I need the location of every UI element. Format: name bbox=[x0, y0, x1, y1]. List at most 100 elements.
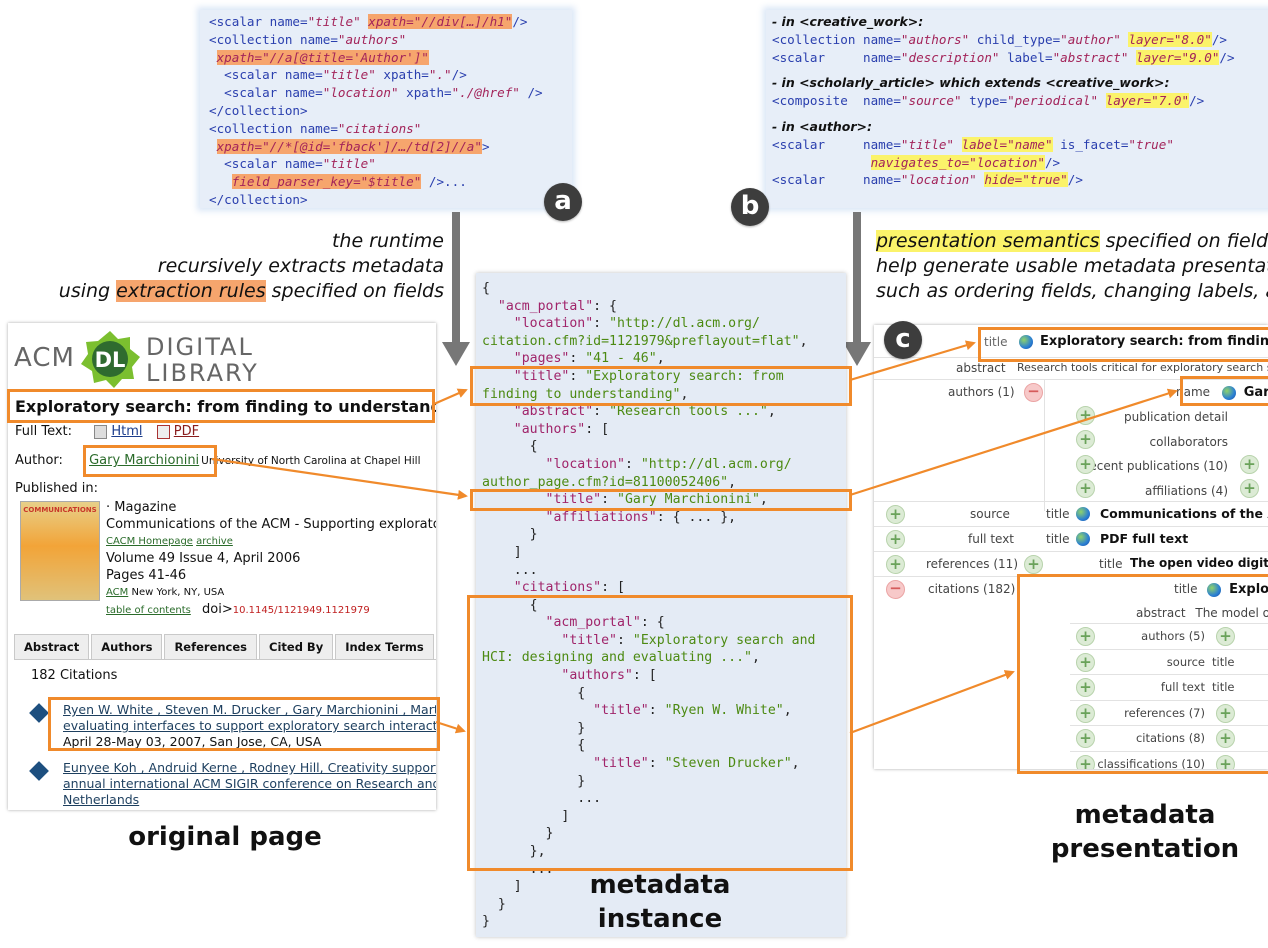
json-token: : { bbox=[593, 298, 617, 314]
expand-source-icon[interactable]: + bbox=[886, 505, 905, 524]
author-highlight-box bbox=[83, 445, 217, 477]
expand-icon[interactable]: + bbox=[1216, 729, 1235, 748]
expand-icon[interactable]: + bbox=[1216, 703, 1235, 723]
code-token: /> bbox=[512, 14, 528, 29]
json-token: "pages" bbox=[513, 351, 570, 367]
code-token: is_facet= bbox=[1052, 136, 1129, 152]
extraction-caption: the runtime recursively extracts metadat… bbox=[58, 230, 444, 302]
sub-row-label: classifications (10) bbox=[1097, 756, 1205, 770]
json-line: "citations": [ bbox=[482, 579, 816, 597]
json-token: ] bbox=[482, 544, 522, 560]
code-line: </collection> bbox=[209, 191, 543, 209]
json-line: { bbox=[482, 438, 816, 456]
json-token: ... bbox=[482, 791, 602, 807]
citation-item-2: Eunyee Koh , Andruid Kerne , Rodney Hill… bbox=[63, 760, 436, 807]
code-token: /> bbox=[451, 67, 467, 83]
cacm-homepage-link[interactable]: CACM Homepage bbox=[106, 536, 193, 547]
json-token: , bbox=[728, 474, 737, 490]
json-line: "abstract": "Research tools ...", bbox=[482, 403, 816, 421]
json-token: : [ bbox=[585, 421, 610, 437]
code-token: "authors" bbox=[337, 31, 407, 47]
expand-references-icon[interactable]: + bbox=[886, 555, 905, 574]
title-highlight-box bbox=[7, 389, 435, 423]
json-token: "authors" bbox=[513, 421, 586, 437]
tab-cited-by[interactable]: Cited By bbox=[259, 634, 334, 659]
tab-authors[interactable]: Authors bbox=[91, 634, 163, 659]
json-line: ] bbox=[482, 878, 816, 896]
expand-icon[interactable]: + bbox=[1076, 729, 1095, 748]
json-line: } bbox=[482, 773, 816, 791]
json-token: , bbox=[751, 650, 760, 666]
json-token: : bbox=[648, 756, 665, 772]
expand-fulltext-icon[interactable]: + bbox=[886, 530, 905, 549]
json-line: "location": "http://dl.acm.org/ bbox=[482, 456, 816, 474]
toc-link[interactable]: table of contents bbox=[106, 605, 191, 616]
code-token: xpath="//div[…]/h1" bbox=[368, 14, 513, 29]
expand-icon[interactable]: + bbox=[1216, 754, 1235, 769]
expand-icon[interactable]: + bbox=[1076, 627, 1095, 646]
page-title: Exploratory search: from finding to unde… bbox=[15, 397, 436, 416]
code-token: "location" bbox=[900, 172, 977, 188]
code-token: hide="true" bbox=[984, 172, 1068, 188]
author-link[interactable]: Gary Marchionini bbox=[89, 453, 200, 468]
expand-icon[interactable]: + bbox=[1076, 754, 1095, 769]
tab-index-terms[interactable]: Index Terms bbox=[335, 634, 434, 659]
code-token: "authors" bbox=[900, 31, 970, 47]
code-line: <scalar name="description" label="abstra… bbox=[772, 49, 1235, 67]
expand-icon[interactable]: + bbox=[1024, 555, 1043, 574]
json-line: "acm_portal": { bbox=[482, 614, 816, 632]
archive-link[interactable]: archive bbox=[196, 536, 233, 547]
code-line: <scalar name="title" label="name" is_fac… bbox=[772, 136, 1235, 154]
json-line: HCI: designing and evaluating ...", bbox=[482, 649, 816, 667]
expand-icon[interactable]: + bbox=[1076, 678, 1095, 697]
expand-icon[interactable]: + bbox=[1240, 455, 1259, 474]
code-token: /> bbox=[1211, 31, 1228, 47]
code-token: <scalar bbox=[772, 49, 863, 65]
code-line: <composite name="source" type="periodica… bbox=[772, 92, 1235, 110]
tab-references[interactable]: References bbox=[164, 634, 258, 659]
json-token: : bbox=[601, 492, 617, 508]
json-line: } bbox=[482, 913, 816, 931]
collapse-authors-icon[interactable]: − bbox=[1024, 383, 1043, 402]
code-token: "abstract" bbox=[1052, 49, 1129, 65]
expand-icon[interactable]: + bbox=[1076, 703, 1095, 723]
expand-icon[interactable]: + bbox=[1216, 627, 1235, 646]
json-token: author_page.cfm?id=81100052406" bbox=[482, 474, 729, 490]
expand-icon[interactable]: + bbox=[1076, 479, 1095, 498]
json-line: "title": "Gary Marchionini", bbox=[482, 491, 816, 509]
json-line: ... bbox=[482, 790, 816, 808]
expand-icon[interactable]: + bbox=[1076, 455, 1095, 474]
json-token: "citations" bbox=[513, 580, 602, 596]
code-line: xpath="//*[@id='fback']/…/td[2]//a"> bbox=[209, 138, 543, 156]
code-token: - in <author>: bbox=[772, 118, 872, 134]
expand-icon[interactable]: + bbox=[1076, 430, 1095, 449]
code-token: name= bbox=[863, 136, 901, 152]
citation-sub-row: +citations (8)+ bbox=[1070, 725, 1268, 751]
code-token: "." bbox=[428, 67, 452, 83]
json-token: "41 - 46" bbox=[585, 351, 657, 367]
pdf-link[interactable]: PDF bbox=[173, 424, 200, 439]
expand-icon[interactable]: + bbox=[1240, 479, 1259, 498]
json-token: { bbox=[482, 738, 586, 754]
citation-sub-row: +classifications (10)+ bbox=[1070, 750, 1268, 770]
json-line: "title": "Ryen W. White", bbox=[482, 702, 816, 720]
json-line: finding to understanding", bbox=[482, 386, 816, 404]
tab-abstract[interactable]: Abstract bbox=[14, 634, 90, 659]
json-token: , bbox=[791, 756, 800, 772]
code-token: "periodical" bbox=[1007, 93, 1099, 109]
expand-icon[interactable]: + bbox=[1076, 652, 1095, 672]
json-token: , bbox=[767, 404, 776, 420]
code-token: name= bbox=[863, 93, 901, 109]
code-token: "title" bbox=[322, 67, 376, 83]
code-token: child_type= bbox=[969, 31, 1061, 47]
code-token: <collection bbox=[772, 31, 863, 47]
json-token: , bbox=[759, 492, 768, 508]
html-link[interactable]: Html bbox=[111, 424, 143, 439]
code-line: <collection name="authors" bbox=[209, 31, 543, 49]
code-token: xpath="//*[@id='fback']/…/td[2]//a" bbox=[216, 138, 482, 154]
collapse-citations-icon[interactable]: − bbox=[886, 580, 905, 599]
acm-link[interactable]: ACM bbox=[106, 587, 129, 598]
code-token: <scalar bbox=[772, 172, 863, 188]
